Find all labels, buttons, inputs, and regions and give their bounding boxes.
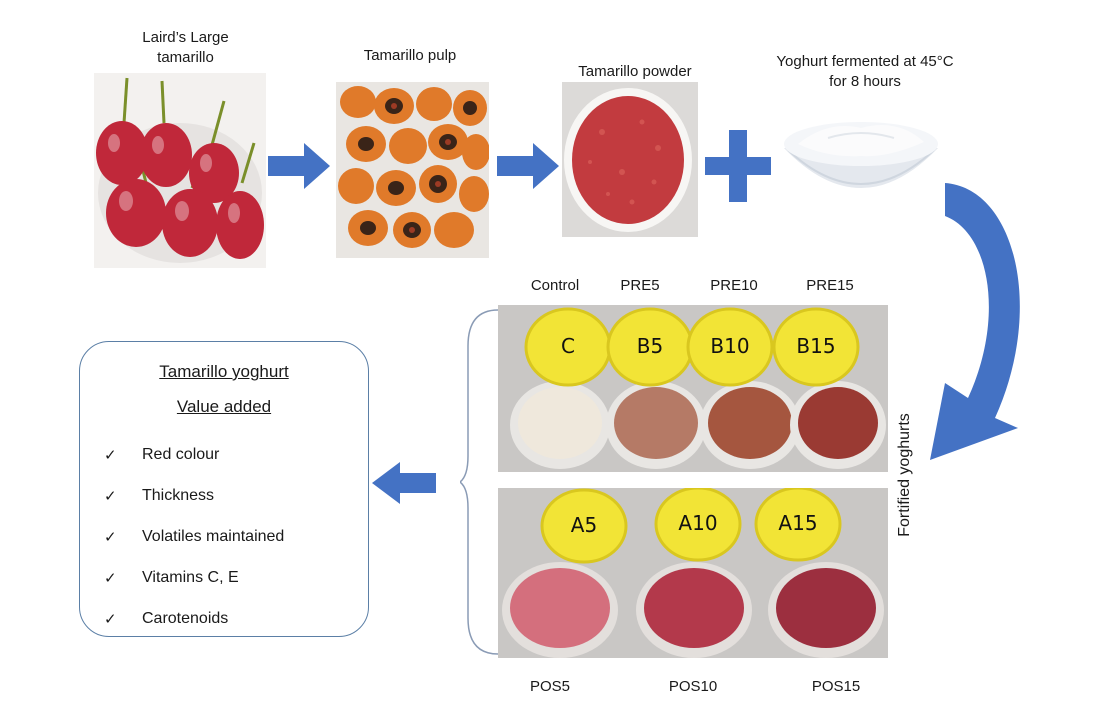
plus-icon xyxy=(705,130,771,202)
sample-label-pos15: POS15 xyxy=(811,678,861,695)
value-added-item: ✓ Red colour xyxy=(104,434,284,475)
check-icon: ✓ xyxy=(104,528,117,546)
value-added-item-label: Volatiles maintained xyxy=(142,527,285,545)
pre-cup-pre15: B15 xyxy=(772,307,886,469)
pos-cup-pos15: A15 xyxy=(754,488,884,658)
tamarillo-fruit-group xyxy=(96,121,264,259)
value-added-item: ✓ Carotenoids xyxy=(104,598,284,639)
pre-lid-text-pre5: B5 xyxy=(637,334,663,358)
value-added-list: ✓ Red colour ✓ Thickness ✓ Volatiles mainta… xyxy=(104,434,284,639)
pre-cup-pre10: B10 xyxy=(686,307,800,469)
pos-lid-text-pos5: A5 xyxy=(571,513,597,537)
process-arrow-2 xyxy=(497,143,559,189)
pos-cup-pos10: A10 xyxy=(636,488,752,658)
sample-label-pre10: PRE10 xyxy=(710,277,758,294)
value-added-item-label: Vitamins C, E xyxy=(142,568,239,586)
value-added-item-label: Carotenoids xyxy=(142,609,229,627)
pos-cup-pos5: A5 xyxy=(502,488,628,658)
fortified-yoghurts-label-wrap: Fortified yoghurts xyxy=(895,413,915,537)
summary-title: Tamarillo yoghurt xyxy=(159,362,289,381)
sample-label-pos5: POS5 xyxy=(529,678,571,695)
tamarillo-fruit-photo xyxy=(94,73,266,268)
pre-cup-pre5: B5 xyxy=(606,307,706,469)
fruit-label: Laird’s Large tamarillo xyxy=(142,29,229,67)
pulp-label: Tamarillo pulp xyxy=(363,47,457,64)
tamarillo-pulp-photo xyxy=(336,82,489,258)
yoghurt-bowl-photo xyxy=(778,98,944,220)
yoghurt-label: Yoghurt fermented at 45°C for 8 hours xyxy=(776,53,954,91)
check-icon: ✓ xyxy=(104,487,117,505)
pre-lid-text-pre10: B10 xyxy=(710,334,749,358)
value-added-item-label: Red colour xyxy=(142,445,220,463)
value-added-item: ✓ Volatiles maintained xyxy=(104,516,284,557)
sample-label-pos10: POS10 xyxy=(668,678,718,695)
value-added-summary-box: Tamarillo yoghurt Value added ✓ Red colou… xyxy=(79,341,369,637)
value-added-item: ✓ Vitamins C, E xyxy=(104,557,284,598)
sample-label-pre5: PRE5 xyxy=(620,277,660,294)
value-added-item-label: Thickness xyxy=(142,486,215,504)
value-added-item: ✓ Thickness xyxy=(104,475,284,516)
fortified-yoghurts-label: Fortified yoghurts xyxy=(896,413,913,537)
pos-yoghurts-photo: A5 A10 A15 xyxy=(498,488,888,658)
samples-bracket xyxy=(460,306,500,658)
summary-subtitle: Value added xyxy=(176,397,272,416)
sample-label-pre15: PRE15 xyxy=(806,277,854,294)
pre-lid-text-control: C xyxy=(561,334,575,358)
sample-label-control: Control xyxy=(530,277,580,294)
pre-lid-text-pre15: B15 xyxy=(796,334,835,358)
check-icon: ✓ xyxy=(104,446,117,464)
pre-cup-control: C xyxy=(510,307,612,469)
curved-arrow xyxy=(920,178,1045,468)
tamarillo-powder-photo xyxy=(562,82,698,237)
pos-lid-text-pos15: A15 xyxy=(778,511,817,535)
process-arrow-1 xyxy=(268,143,330,189)
pos-lid-text-pos10: A10 xyxy=(678,511,717,535)
check-icon: ✓ xyxy=(104,610,117,628)
check-icon: ✓ xyxy=(104,569,117,587)
result-arrow xyxy=(372,462,436,504)
powder-label: Tamarillo powder xyxy=(578,63,692,80)
pre-yoghurts-photo: C B5 B10 B15 xyxy=(498,305,888,472)
